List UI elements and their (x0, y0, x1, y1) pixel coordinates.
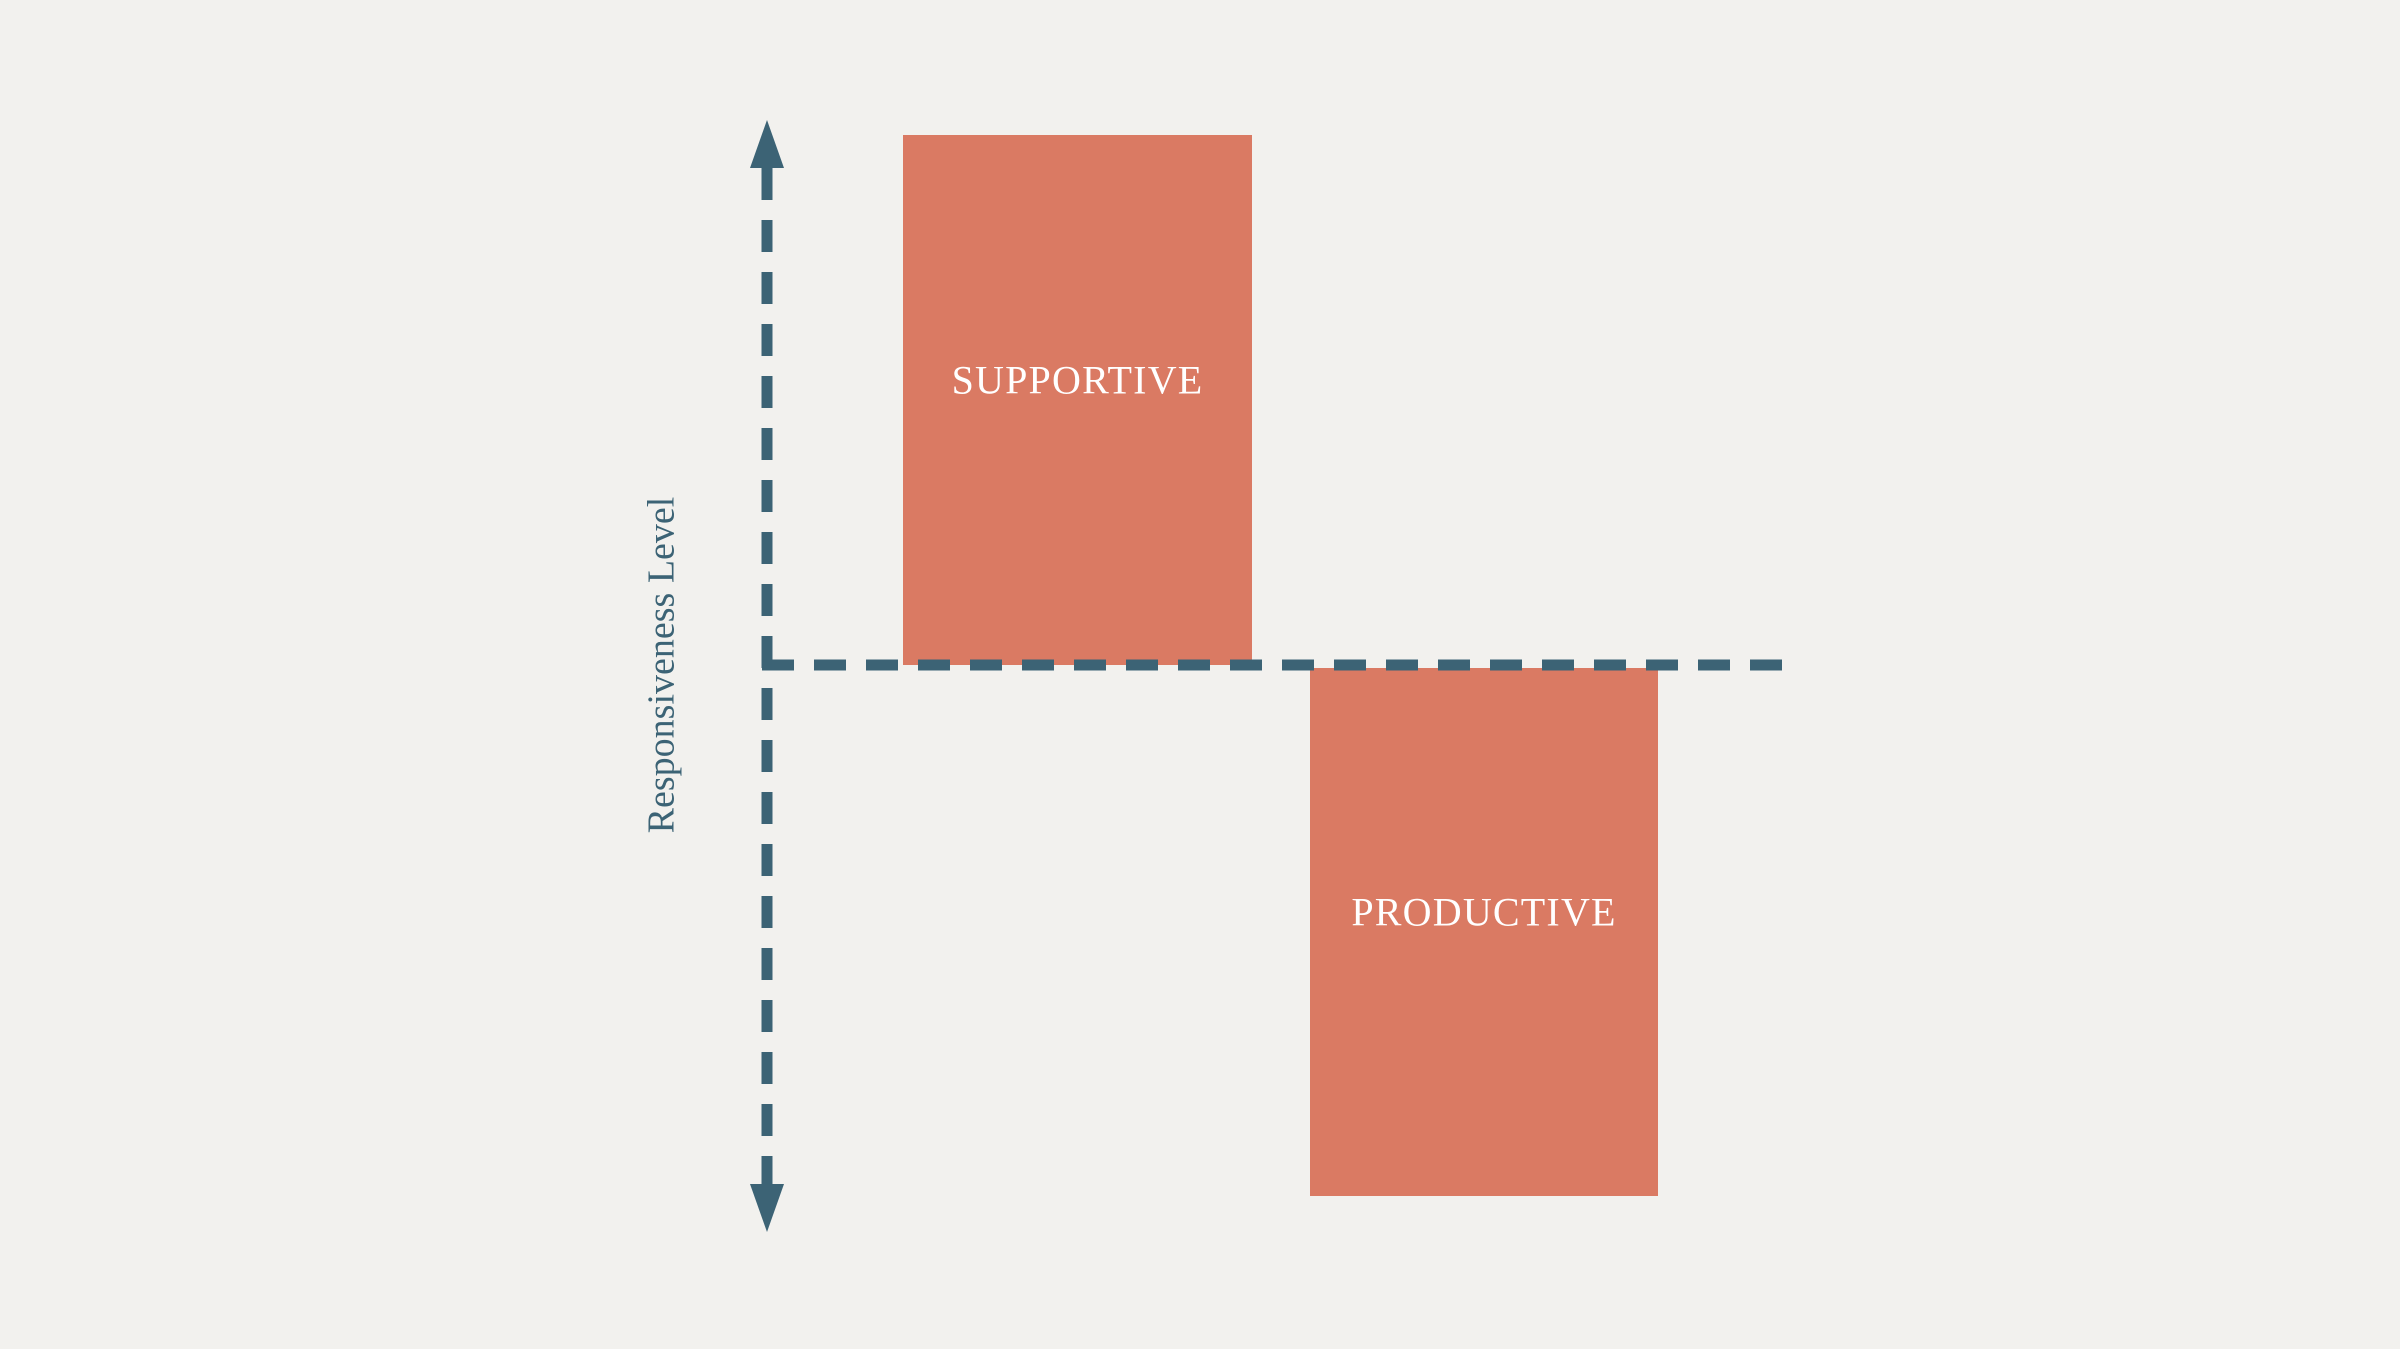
arrow-down-icon (750, 1184, 784, 1232)
bar-label-supportive: SUPPORTIVE (952, 357, 1204, 402)
bar-supportive (903, 135, 1252, 665)
y-axis-label: Responsiveness Level (641, 497, 683, 834)
bar-productive (1310, 668, 1658, 1196)
bar-label-productive: PRODUCTIVE (1351, 889, 1616, 934)
arrow-up-icon (750, 120, 784, 168)
